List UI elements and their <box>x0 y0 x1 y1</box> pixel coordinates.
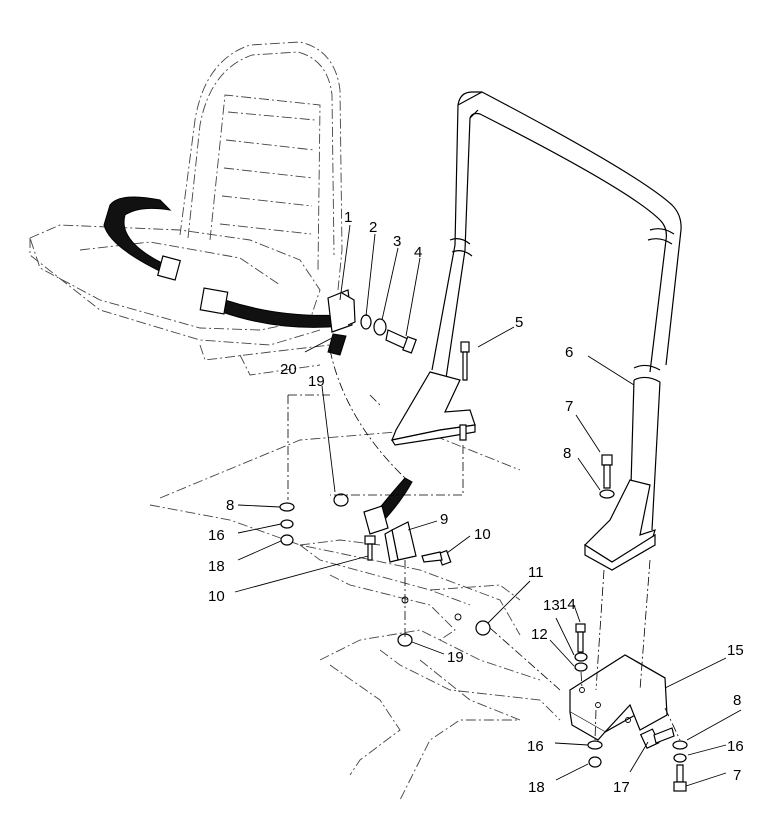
callout-18-lower: 18 <box>528 779 545 796</box>
seat-outline <box>29 41 343 376</box>
callout-10-right: 10 <box>474 526 491 543</box>
belt-anchor-brackets <box>327 289 417 563</box>
callout-6: 6 <box>565 344 573 361</box>
callout-14: 14 <box>559 596 576 613</box>
callout-16-lower-left: 16 <box>527 738 544 755</box>
assembly-centerlines <box>287 349 681 741</box>
callout-4: 4 <box>414 244 422 261</box>
callouts: 1 2 3 4 5 6 7 8 19 20 8 16 18 9 10 10 11… <box>208 209 744 796</box>
hardware <box>279 314 688 792</box>
callout-3: 3 <box>393 233 401 250</box>
callout-10-left: 10 <box>208 588 225 605</box>
callout-12: 12 <box>531 626 548 643</box>
callout-13: 13 <box>543 597 560 614</box>
callout-8-upper: 8 <box>563 445 571 462</box>
callout-2: 2 <box>369 219 377 236</box>
callout-11: 11 <box>528 564 544 581</box>
roll-bar <box>391 91 682 571</box>
callout-20: 20 <box>280 361 297 378</box>
callout-18-left: 18 <box>208 558 225 575</box>
callout-8-left: 8 <box>226 497 234 514</box>
seat-belt <box>103 196 413 519</box>
chassis-outline <box>149 429 561 801</box>
callout-7-upper: 7 <box>565 398 573 415</box>
callout-19-lower: 19 <box>447 649 464 666</box>
callout-19-upper: 19 <box>308 373 325 390</box>
callout-7-lower: 7 <box>733 767 741 784</box>
callout-16-lower-right: 16 <box>727 738 744 755</box>
callout-9: 9 <box>440 511 448 528</box>
callout-16-left: 16 <box>208 527 225 544</box>
callout-1: 1 <box>344 209 352 226</box>
leader-lines <box>234 224 742 787</box>
callout-8-lower-right: 8 <box>733 692 741 709</box>
callout-17: 17 <box>613 779 630 796</box>
callout-15: 15 <box>727 642 744 659</box>
callout-5: 5 <box>515 314 523 331</box>
